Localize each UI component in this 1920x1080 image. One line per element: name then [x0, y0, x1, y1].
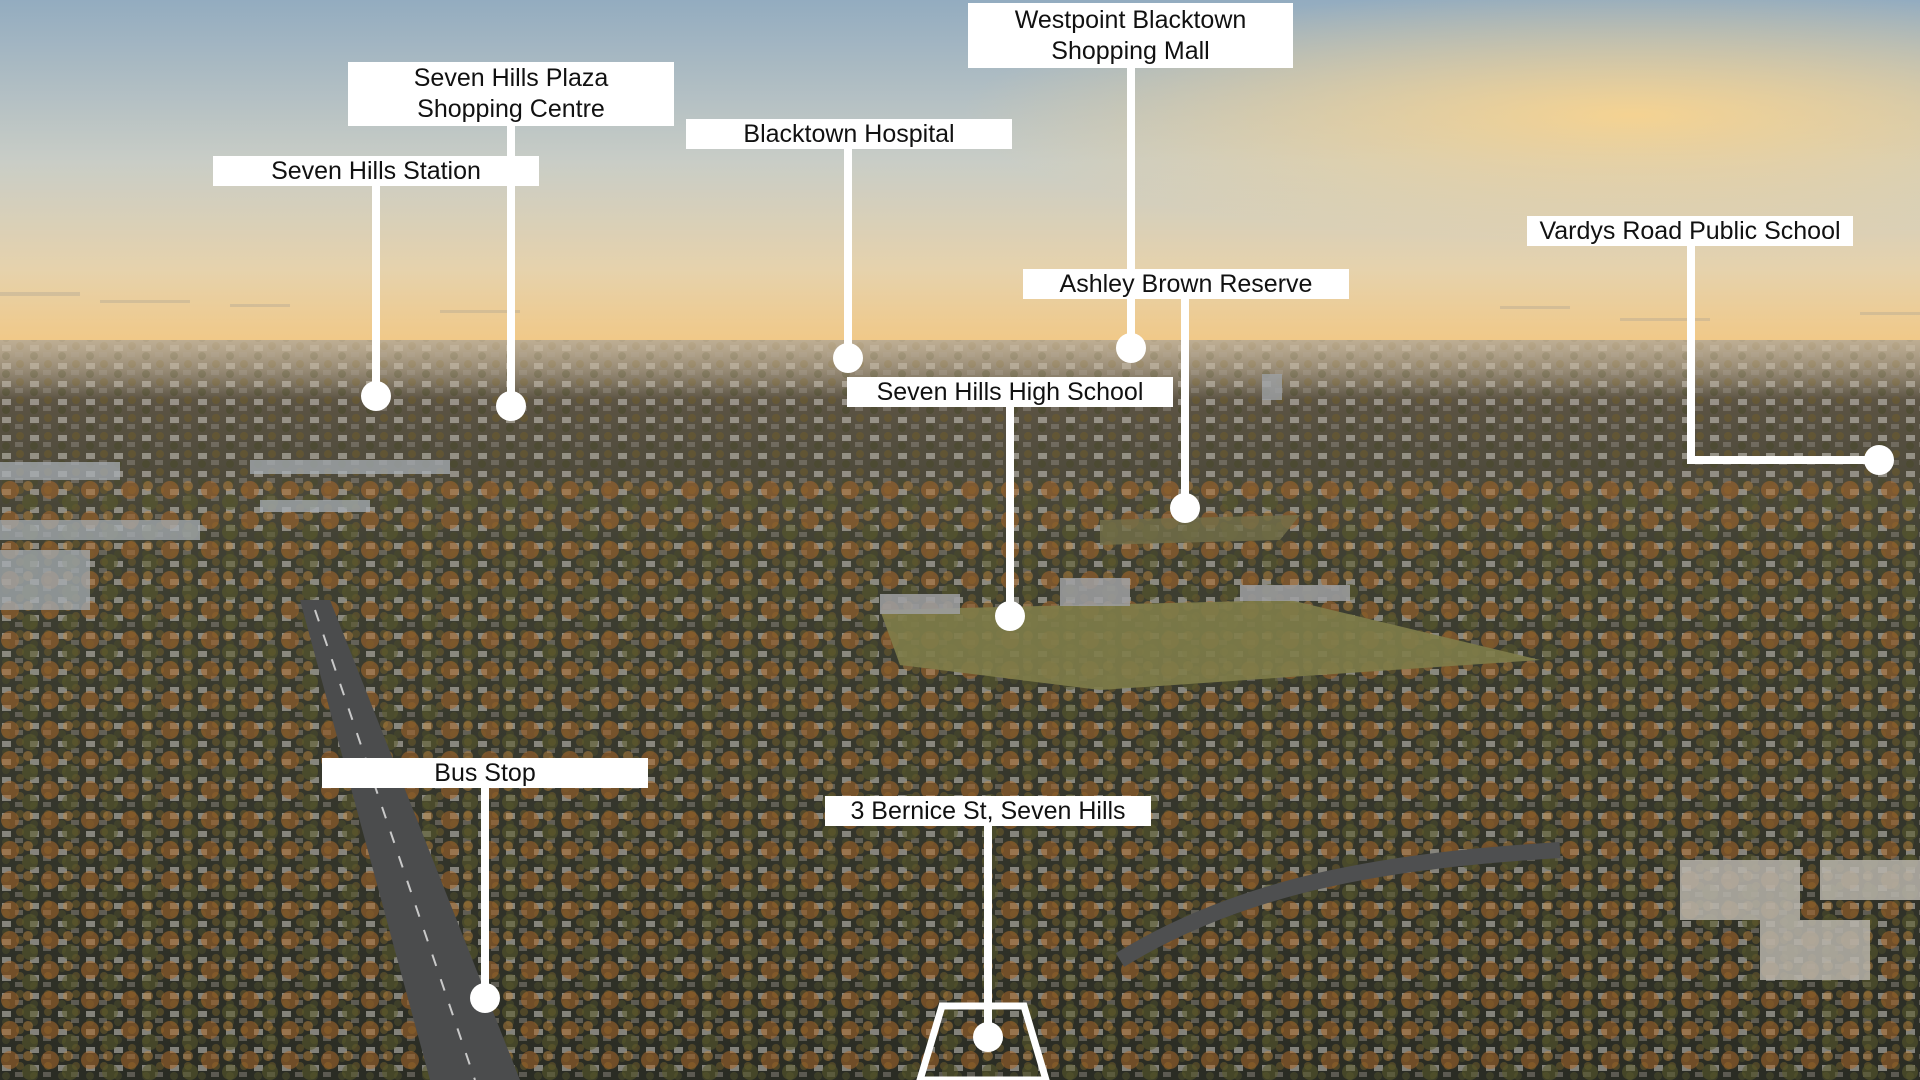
label-vardys-road-public-school: Vardys Road Public School	[1527, 216, 1853, 246]
marker-plaza	[496, 391, 526, 421]
label-seven-hills-station: Seven Hills Station	[213, 156, 539, 186]
label-blacktown-hospital: Blacktown Hospital	[686, 119, 1012, 149]
leader-line-property	[984, 826, 992, 1026]
leader-line-bus-stop	[481, 788, 489, 993]
label-property-text: 3 Bernice St, Seven Hills	[850, 796, 1126, 825]
leader-line-vardys	[1687, 246, 1695, 464]
marker-high-school	[995, 601, 1025, 631]
marker-property	[973, 1022, 1003, 1052]
label-seven-hills-high-school: Seven Hills High School	[847, 377, 1173, 407]
label-westpoint-line2: Shopping Mall	[1051, 36, 1210, 65]
label-seven-hills-plaza: Seven Hills Plaza Shopping Centre	[348, 62, 674, 126]
marker-station	[361, 381, 391, 411]
marker-bus-stop	[470, 983, 500, 1013]
marker-ashley	[1170, 493, 1200, 523]
label-station-text: Seven Hills Station	[271, 156, 481, 185]
label-bus-stop: Bus Stop	[322, 758, 648, 788]
label-high-school-text: Seven Hills High School	[876, 377, 1144, 406]
leader-line-vardys-horizontal	[1687, 456, 1877, 464]
leader-line-station	[372, 186, 380, 396]
leader-line-westpoint	[1127, 68, 1135, 348]
marker-hospital	[833, 343, 863, 373]
label-plaza-line2: Shopping Centre	[417, 95, 605, 123]
leader-line-ashley	[1181, 299, 1189, 499]
label-westpoint-blacktown: Westpoint Blacktown Shopping Mall	[968, 3, 1293, 68]
marker-vardys	[1864, 445, 1894, 475]
leader-line-plaza	[507, 126, 515, 406]
label-ashley-text: Ashley Brown Reserve	[1059, 269, 1313, 298]
leader-line-high-school	[1006, 407, 1014, 607]
leader-line-hospital	[844, 149, 852, 354]
label-property-address: 3 Bernice St, Seven Hills	[825, 796, 1151, 826]
label-vardys-text: Vardys Road Public School	[1539, 216, 1841, 245]
label-ashley-brown-reserve: Ashley Brown Reserve	[1023, 269, 1349, 299]
label-bus-stop-text: Bus Stop	[434, 758, 536, 787]
marker-westpoint	[1116, 333, 1146, 363]
label-hospital-text: Blacktown Hospital	[743, 119, 955, 148]
label-westpoint-line1: Westpoint Blacktown	[1014, 5, 1247, 34]
label-plaza-line1: Seven Hills Plaza	[413, 64, 609, 92]
